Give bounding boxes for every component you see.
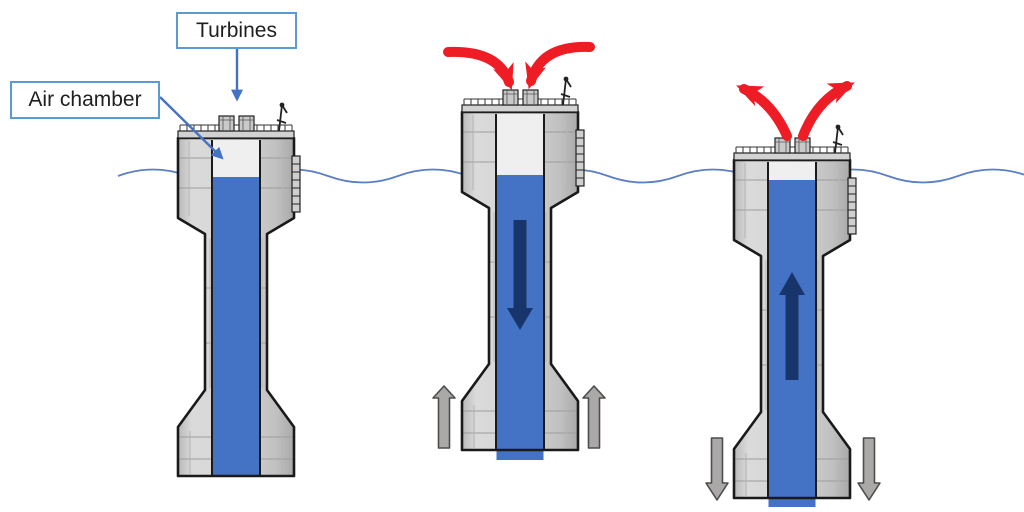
air-inflow-right-arrow bbox=[525, 41, 595, 90]
air-inflow-left-arrow bbox=[443, 46, 514, 91]
owc-buoy-equilibrium bbox=[176, 101, 301, 478]
air-chamber-callout-arrow bbox=[159, 96, 224, 160]
water-column bbox=[212, 177, 260, 477]
owc-buoy-falling-air-exhaust bbox=[705, 123, 881, 507]
chamber-walls bbox=[767, 162, 817, 498]
deck-turbine-housing bbox=[733, 123, 851, 161]
water-column-down-arrow bbox=[507, 220, 533, 330]
deck-turbine-housing bbox=[461, 75, 579, 113]
air-outflow-right-arrow bbox=[798, 81, 855, 141]
air-outflow-left-arrow bbox=[736, 84, 792, 141]
chamber-walls bbox=[495, 114, 545, 450]
buoy-heave-down-right-arrow bbox=[857, 437, 881, 501]
turbines-label: Turbines bbox=[176, 12, 297, 49]
air-chamber-label: Air chamber bbox=[10, 81, 160, 119]
buoy-heave-up-left-arrow bbox=[432, 385, 456, 449]
owc-buoy-rising-air-intake bbox=[432, 75, 606, 460]
buoy-heave-down-left-arrow bbox=[705, 437, 729, 501]
side-ladder bbox=[291, 155, 301, 213]
chamber-walls bbox=[211, 140, 261, 476]
side-ladder bbox=[847, 177, 857, 235]
buoy-heave-up-right-arrow bbox=[582, 385, 606, 449]
side-ladder bbox=[575, 129, 585, 187]
water-column-up-arrow bbox=[779, 272, 805, 380]
